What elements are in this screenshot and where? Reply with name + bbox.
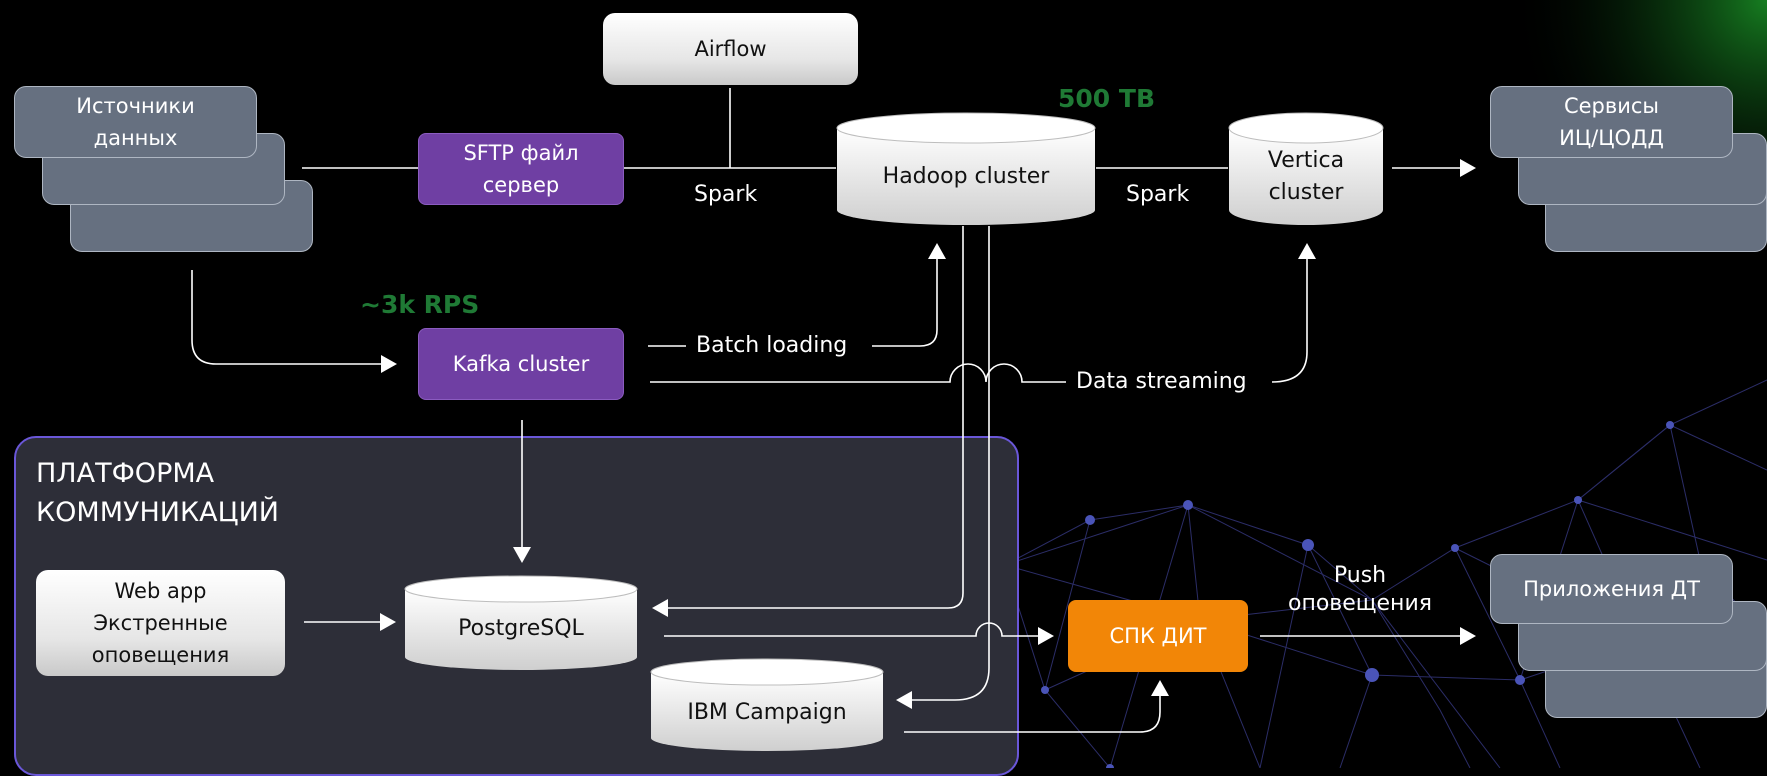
sftp-label: SFTP файл сервер [463, 141, 579, 197]
kafka-rps-metric: ~3k RPS [360, 290, 480, 319]
services-node[interactable]: Сервисы ИЦ/ЦОДД [1490, 86, 1733, 158]
sources-label: Источники данных [76, 94, 195, 150]
platform-title: ПЛАТФОРМА КОММУНИКАЦИЙ [36, 458, 279, 528]
apps-node[interactable]: Приложения ДТ [1490, 554, 1733, 624]
ibm-cylinder-shape [650, 658, 884, 751]
hadoop-to-postgres-line [652, 226, 964, 617]
postgres-to-spk-arrow [664, 622, 1054, 645]
airflow-label: Airflow [694, 37, 767, 61]
push-notifications-label: Push оповещения [1288, 563, 1432, 616]
services-label: Сервисы ИЦ/ЦОДД [1559, 94, 1664, 150]
sources-to-kafka-arrow [191, 270, 397, 373]
hadoop-cylinder-shape [836, 112, 1096, 225]
hadoop-label: Hadoop cluster [882, 164, 1050, 189]
hadoop-volume-metric: 500 TB [1058, 84, 1155, 113]
postgres-label: PostgreSQL [458, 616, 584, 641]
ibm-to-spk-arrow [904, 680, 1169, 733]
data-streaming-label: Data streaming [1076, 369, 1247, 394]
kafka-data-streaming-arrow [650, 245, 1307, 383]
ibm-label: IBM Campaign [687, 700, 847, 725]
airflow-node[interactable]: Airflow [603, 13, 858, 85]
batch-loading-label: Batch loading [696, 333, 848, 358]
ibm-node[interactable]: IBM Campaign [650, 658, 884, 752]
vertica-label: Vertica cluster [1267, 148, 1345, 205]
postgres-node[interactable]: PostgreSQL [404, 575, 638, 671]
kafka-node[interactable]: Kafka cluster [418, 328, 624, 400]
sources-node[interactable]: Источники данных [14, 86, 257, 158]
webapp-label: Web app Экстренные оповещения [91, 579, 230, 667]
hadoop-node[interactable]: Hadoop cluster [836, 112, 1096, 226]
apps-label: Приложения ДТ [1523, 577, 1700, 601]
hadoop-to-ibm-line [896, 226, 990, 709]
postgres-cylinder-shape [404, 575, 638, 670]
sftp-node[interactable]: SFTP файл сервер [418, 133, 624, 205]
vertica-node[interactable]: Vertica cluster [1228, 112, 1384, 226]
kafka-label: Kafka cluster [452, 352, 590, 376]
spark-label-hadoop-vertica: Spark [1126, 182, 1190, 207]
webapp-node[interactable]: Web app Экстренные оповещения [36, 570, 285, 676]
spk-label: СПК ДИТ [1109, 624, 1207, 648]
spark-label-sftp-hadoop: Spark [694, 182, 758, 207]
vertica-cylinder-shape [1228, 112, 1384, 225]
kafka-batch-loading-arrow [648, 245, 937, 347]
spk-node[interactable]: СПК ДИТ [1068, 600, 1248, 672]
